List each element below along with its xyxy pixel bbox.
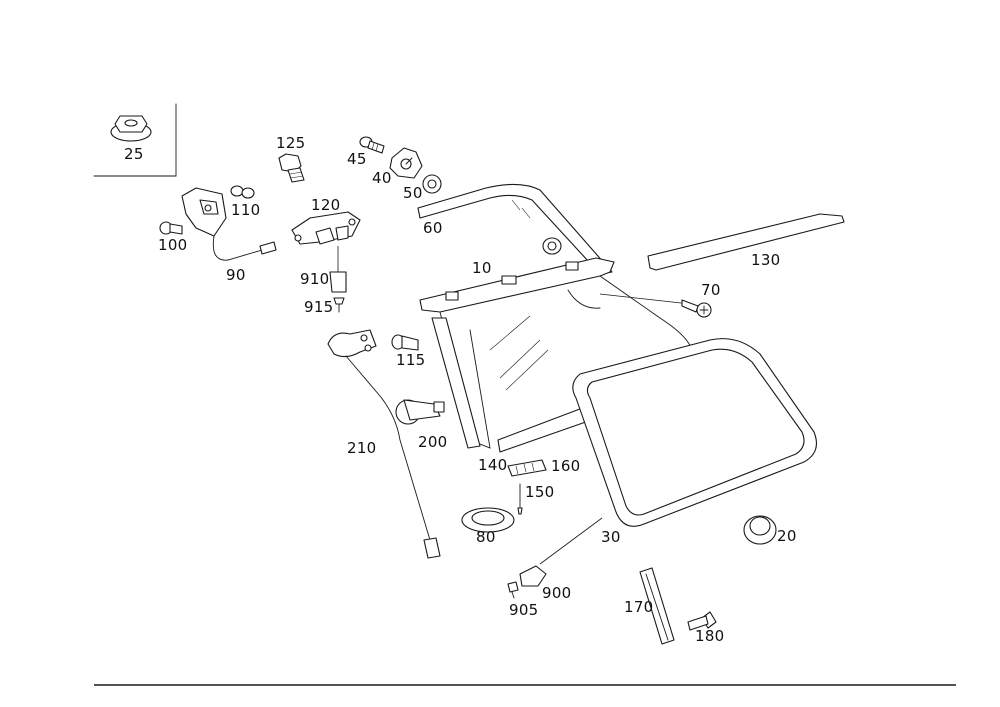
- callout-210: 210: [347, 439, 377, 457]
- callout-120: 120: [311, 196, 341, 214]
- callout-130: 130: [751, 251, 781, 269]
- callout-910: 910: [300, 270, 330, 288]
- part-70-screw: [599, 293, 712, 318]
- part-80-grommet: [461, 507, 515, 533]
- callout-170: 170: [624, 598, 654, 616]
- part-915-pin: [333, 297, 345, 313]
- callout-60: 60: [423, 219, 443, 237]
- callout-40: 40: [372, 169, 392, 187]
- part-50-washer: [422, 174, 442, 194]
- part-125-bolt: [278, 153, 305, 183]
- callout-25: 25: [124, 145, 144, 163]
- callout-50: 50: [403, 184, 423, 202]
- part-180-screw: [687, 611, 717, 631]
- inset-box-25: [93, 103, 177, 177]
- callout-125: 125: [276, 134, 306, 152]
- part-900-clip: [519, 565, 547, 587]
- part-150-pin: [517, 483, 523, 515]
- part-20-plug: [743, 515, 777, 545]
- callout-115: 115: [396, 351, 426, 369]
- part-90-cable: [212, 235, 277, 261]
- callout-45: 45: [347, 150, 367, 168]
- part-130-strip: [647, 213, 845, 271]
- callout-30: 30: [601, 528, 621, 546]
- callout-10: 10: [472, 259, 492, 277]
- part-200-actuator: [395, 399, 445, 425]
- callout-915: 915: [304, 298, 334, 316]
- part-lock-mechanism: [181, 187, 227, 237]
- callout-20: 20: [777, 527, 797, 545]
- part-25-nut: [110, 115, 152, 142]
- callout-900: 900: [542, 584, 572, 602]
- callout-150: 150: [525, 483, 555, 501]
- callout-90: 90: [226, 266, 246, 284]
- part-110-bushing: [230, 185, 255, 199]
- callout-70: 70: [701, 281, 721, 299]
- callout-140: 140: [478, 456, 508, 474]
- part-120-hinge: [291, 211, 361, 245]
- callout-80: 80: [476, 528, 496, 546]
- callout-110: 110: [231, 201, 261, 219]
- part-140-160-clips: [507, 459, 547, 477]
- callout-100: 100: [158, 236, 188, 254]
- part-45-screw: [359, 136, 385, 154]
- part-210-cable: [327, 329, 441, 559]
- callout-180: 180: [695, 627, 725, 645]
- part-910-clip: [329, 246, 347, 293]
- part-170-strip: [639, 567, 675, 645]
- part-40-bracket: [389, 147, 423, 179]
- callout-200: 200: [418, 433, 448, 451]
- callout-905: 905: [509, 601, 539, 619]
- part-30-seal: [539, 338, 817, 565]
- part-100-screw: [159, 221, 183, 235]
- part-905-pin: [507, 581, 519, 599]
- part-115-bolt: [391, 334, 419, 351]
- callout-160: 160: [551, 457, 581, 475]
